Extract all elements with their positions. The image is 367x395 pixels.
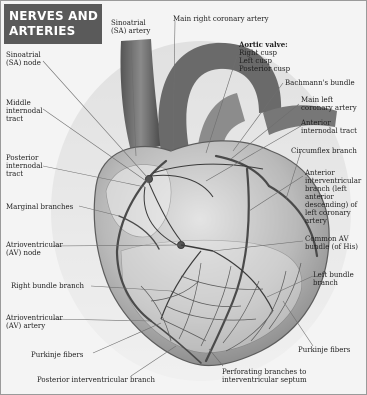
label-purkinje-right: Purkinje fibers <box>298 346 350 354</box>
label-right-bundle: Right bundle branch <box>11 282 84 290</box>
label-sa-artery: Sinoatrial(SA) artery <box>111 19 150 35</box>
label-sa-node: Sinoatrial(SA) node <box>6 51 41 67</box>
label-posterior-interventricular: Posterior interventricular branch <box>37 376 155 384</box>
label-purkinje-left: Purkinje fibers <box>31 351 83 359</box>
label-bachmanns-bundle: Bachmann's bundle <box>285 79 355 87</box>
label-marginal-branches: Marginal branches <box>6 203 73 211</box>
title-line-1: NERVES AND <box>9 9 98 23</box>
label-main-right-coronary: Main right coronary artery <box>173 15 269 23</box>
label-av-node: Atrioventricular(AV) node <box>6 241 63 257</box>
title-line-2: ARTERIES <box>9 24 76 38</box>
label-av-artery: Atrioventricular(AV) artery <box>6 314 63 330</box>
label-circumflex: Circumflex branch <box>291 147 357 155</box>
diagram-title: NERVES AND ARTERIES <box>4 4 102 44</box>
